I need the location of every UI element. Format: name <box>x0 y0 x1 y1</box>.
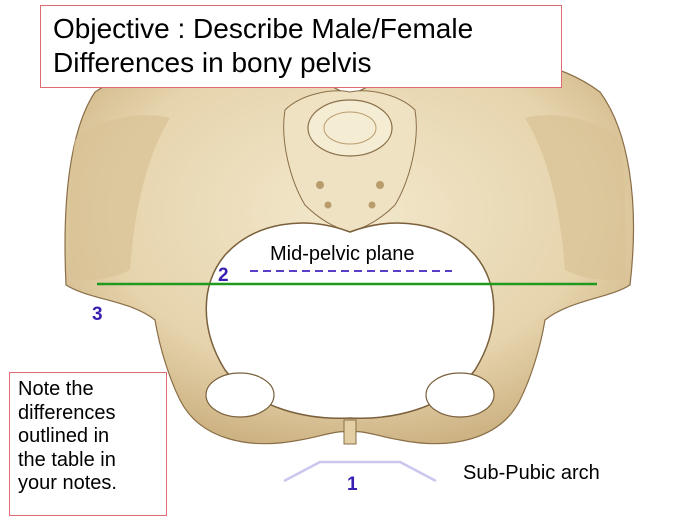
left-iliac-shadow <box>69 115 170 280</box>
mid-pelvic-plane-label: Mid-pelvic plane <box>270 243 415 265</box>
note-line: differences <box>18 401 116 424</box>
vertebral-body <box>307 99 393 157</box>
marker-3: 3 <box>92 304 103 325</box>
note-line: Note the <box>18 378 94 400</box>
note-line: the table in <box>18 448 116 471</box>
pubic-symphysis <box>343 419 357 445</box>
vertebral-body-inner <box>323 111 377 145</box>
note-box: Note the differences outlined in the tab… <box>9 372 167 516</box>
sub-pubic-arch-label: Sub-Pubic arch <box>463 462 600 484</box>
objective-box: Objective : Describe Male/Female Differe… <box>40 5 562 88</box>
sub-pubic-arch-line <box>283 460 437 483</box>
note-line: your notes. <box>18 472 117 494</box>
note-line: outlined in <box>18 425 110 447</box>
marker-1: 1 <box>347 474 358 495</box>
objective-title-line1: Objective : Describe Male/Female <box>53 13 474 44</box>
left-obturator-foramen <box>205 372 275 418</box>
objective-title-line2: Differences in bony pelvis <box>53 47 372 78</box>
marker-2: 2 <box>218 265 229 286</box>
right-obturator-foramen <box>425 372 495 418</box>
right-iliac-shadow <box>525 115 626 280</box>
